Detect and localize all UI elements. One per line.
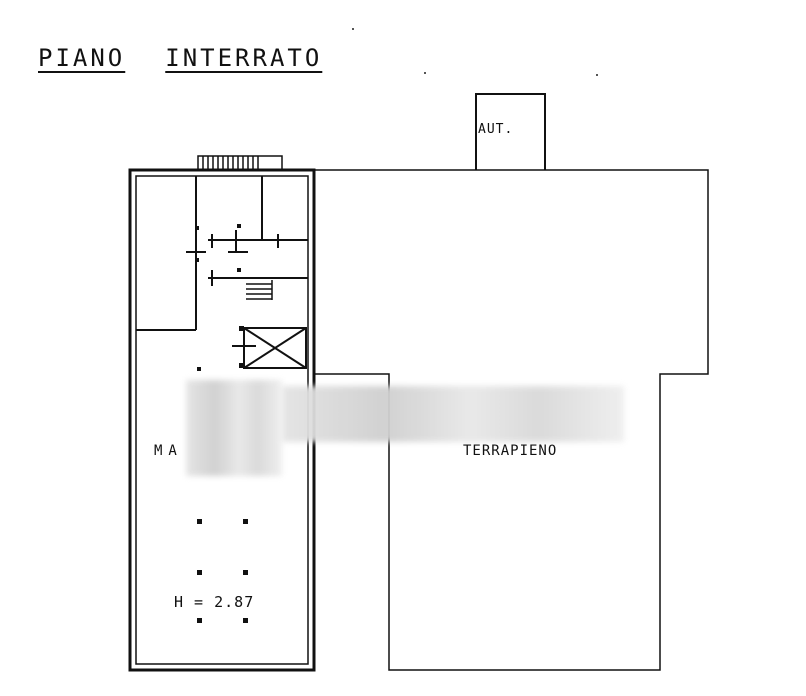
room-label-magazzino: MA (154, 443, 183, 459)
redaction-blur (186, 380, 282, 476)
stair-top (197, 155, 283, 171)
scan-specks (352, 28, 598, 76)
floor-title-word1: PIANO (38, 44, 126, 72)
room-label-aut: AUT. (478, 122, 514, 137)
shaft-box (243, 327, 307, 369)
column-markers (195, 224, 248, 623)
floor-title-word2: INTERRATO (165, 44, 323, 72)
room-height-label: H = 2.87 (174, 593, 255, 611)
room-label-terrapieno: TERRAPIENO (463, 443, 558, 459)
floor-title: PIANO INTERRATO (38, 44, 322, 72)
door-symbols (186, 230, 279, 347)
stair-small (246, 280, 273, 300)
aut-room-wall (475, 93, 546, 170)
redaction-blur-wide (282, 386, 624, 442)
